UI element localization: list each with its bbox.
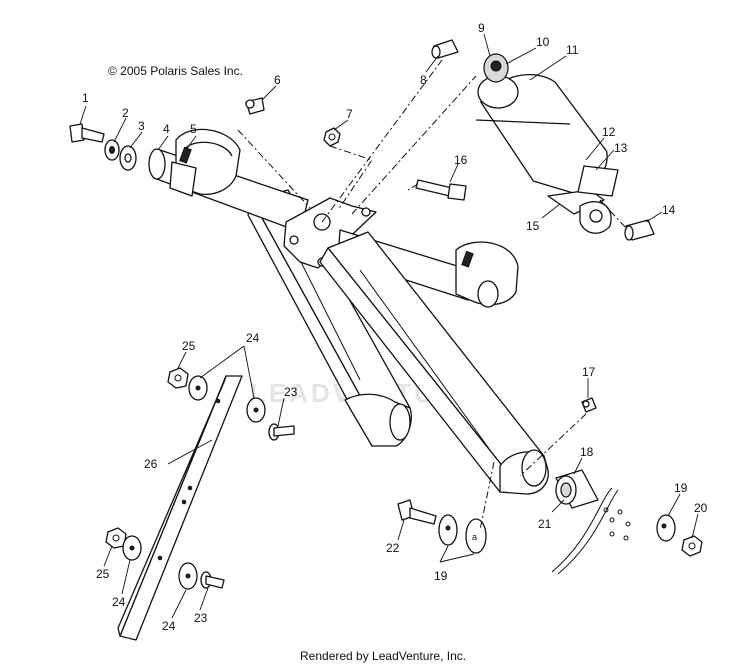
nut-20[interactable]: [681, 535, 703, 557]
leader-lines: [79, 33, 699, 619]
callout-17: 17: [582, 365, 596, 379]
washer-19c[interactable]: [656, 514, 676, 542]
callout-10: 10: [536, 35, 550, 49]
nut-7[interactable]: [323, 127, 341, 147]
grease-fitting-17[interactable]: [581, 397, 597, 413]
callout-22: 22: [386, 541, 400, 555]
washer-19a[interactable]: [438, 514, 458, 546]
copyright-text: © 2005 Polaris Sales Inc.: [108, 64, 243, 78]
callout-20: 20: [694, 501, 708, 515]
callout-21: 21: [538, 517, 552, 531]
callout-24-lower-right: 24: [162, 619, 176, 633]
callout-13: 13: [614, 141, 628, 155]
washer-24-lower-b[interactable]: [178, 562, 198, 590]
callout-24-lower-left: 24: [112, 595, 126, 609]
callout-23-lower: 23: [194, 611, 208, 625]
small-dots: [603, 507, 631, 541]
callout-25-upper: 25: [182, 339, 196, 353]
callout-2: 2: [122, 106, 129, 120]
callouts: 1 2 3 4 5 6 7 8 9 10 11 12 13 14 15 16 1…: [82, 21, 708, 633]
svg-text:a: a: [472, 532, 477, 542]
strap-26[interactable]: [117, 375, 243, 641]
bolt-16[interactable]: [415, 179, 467, 201]
assembly-lines: [237, 59, 627, 531]
callout-26: 26: [144, 457, 158, 471]
washer-24-lower-a[interactable]: [122, 535, 142, 561]
pivot-tube-left[interactable]: [148, 128, 309, 233]
bolt-23-upper[interactable]: [268, 423, 295, 441]
callout-11: 11: [566, 43, 579, 57]
pin-14[interactable]: [624, 219, 655, 241]
callout-6: 6: [274, 73, 281, 87]
bolt-23-lower[interactable]: [200, 571, 225, 589]
callout-12: 12: [602, 125, 616, 139]
footer-text: Rendered by LeadVenture, Inc.: [300, 649, 466, 663]
callout-1: 1: [82, 91, 89, 105]
washer-2[interactable]: [104, 139, 120, 161]
nut-25-upper[interactable]: [167, 367, 189, 389]
washer-24-upper-b[interactable]: [246, 397, 266, 423]
washer-3[interactable]: [119, 145, 137, 171]
callout-8: 8: [420, 73, 427, 87]
callout-25-lower: 25: [96, 567, 110, 581]
callout-19-left: 19: [434, 569, 448, 583]
callout-23-upper: 23: [284, 385, 298, 399]
pin-8[interactable]: [431, 39, 459, 59]
bolt-22[interactable]: [397, 499, 437, 525]
callout-7: 7: [346, 107, 353, 121]
callout-15: 15: [526, 219, 540, 233]
callout-19-right: 19: [674, 481, 688, 495]
bushing-18[interactable]: [555, 469, 599, 509]
grease-fitting-6[interactable]: [245, 97, 265, 115]
washer-24-upper-a[interactable]: [188, 375, 208, 401]
shock-absorber[interactable]: [475, 53, 619, 234]
washer-19b[interactable]: a: [465, 518, 487, 554]
callout-14: 14: [662, 203, 676, 217]
callout-3: 3: [138, 119, 145, 133]
callout-18: 18: [580, 445, 594, 459]
bolt-1[interactable]: [69, 123, 105, 143]
callout-4: 4: [163, 122, 170, 136]
callout-9: 9: [478, 21, 485, 35]
callout-16: 16: [454, 153, 468, 167]
callout-24-upper: 24: [246, 331, 260, 345]
callout-5: 5: [190, 122, 197, 136]
swing-arm-front[interactable]: [319, 229, 549, 495]
